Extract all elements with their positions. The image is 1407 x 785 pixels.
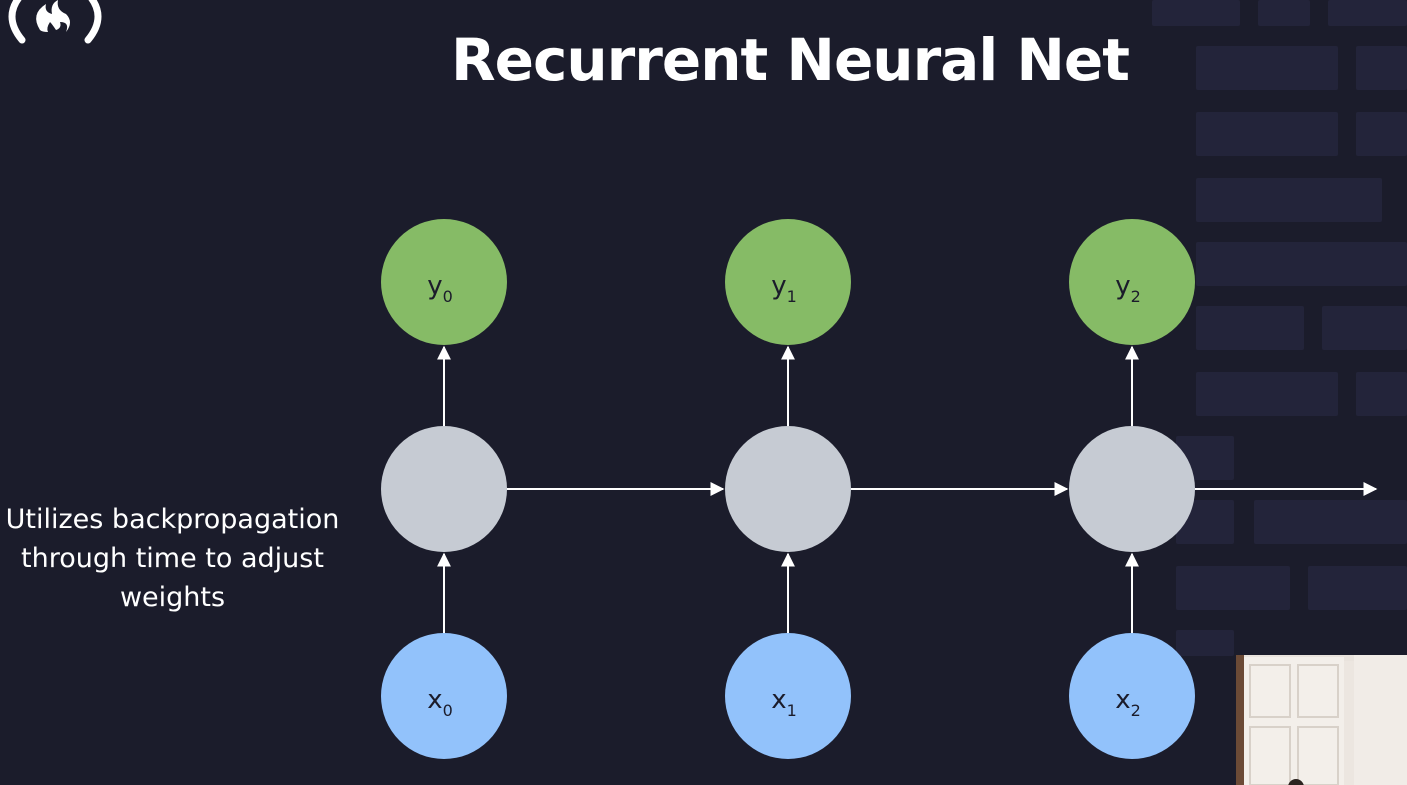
input-label-1: x1 [771,685,797,720]
input-node-0 [381,633,507,759]
output-node-2 [1069,219,1195,345]
webcam-image [1236,655,1407,785]
output-node-0 [381,219,507,345]
webcam-overlay [1236,655,1407,785]
freecodecamp-flame-icon [8,0,102,44]
output-label-2: y2 [1115,271,1141,306]
output-node-1 [725,219,851,345]
side-note: Utilizes backpropagation through time to… [5,504,340,613]
input-node-2 [1069,633,1195,759]
output-label-1: y1 [771,271,797,306]
hidden-node-0 [381,426,507,552]
hidden-node-1 [725,426,851,552]
input-label-0: x0 [427,685,453,720]
hidden-node-2 [1069,426,1195,552]
output-label-0: y0 [427,271,453,306]
input-label-2: x2 [1115,685,1141,720]
input-node-1 [725,633,851,759]
slide-title: Recurrent Neural Net [450,26,1130,94]
